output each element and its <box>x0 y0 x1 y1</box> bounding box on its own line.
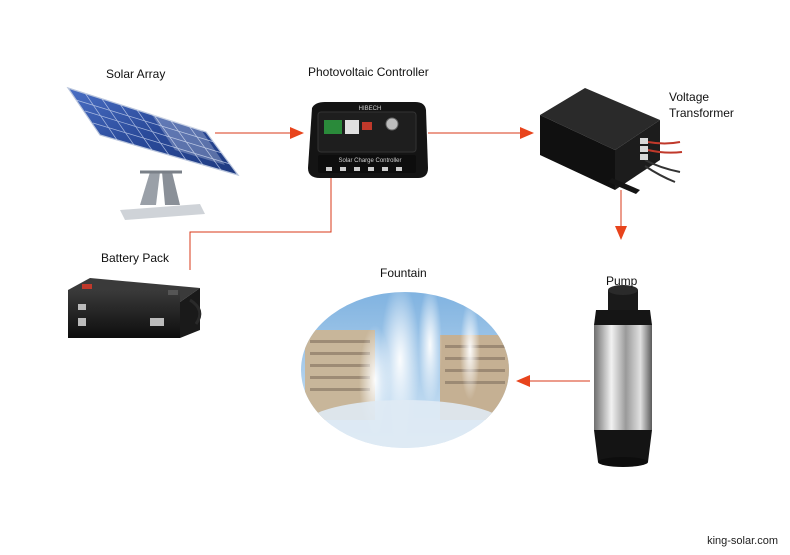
battery-pack-label: Battery Pack <box>101 251 170 265</box>
pump-label: Pump <box>606 274 638 288</box>
pv-controller-label: Photovoltaic Controller <box>308 65 429 79</box>
voltage-transformer-label-line1: Voltage <box>669 90 710 104</box>
arrow-solar-to-controller <box>215 127 304 139</box>
arrow-transformer-to-pump <box>615 190 627 240</box>
battery-pack-image <box>68 278 202 338</box>
fountain-label: Fountain <box>380 266 427 280</box>
arrow-controller-to-transformer <box>428 127 534 139</box>
pv-controller-brand-text: HIBECH <box>359 106 382 112</box>
voltage-transformer-image <box>540 88 683 194</box>
solar-array-image <box>66 86 240 220</box>
voltage-transformer-label: Voltage Transformer <box>669 89 734 121</box>
arrow-pump-to-fountain <box>516 375 590 387</box>
site-watermark: king-solar.com <box>707 535 778 547</box>
connector-controller-to-battery <box>189 178 332 270</box>
fountain-image <box>301 292 509 448</box>
pv-controller-panel-text: Solar Charge Controller <box>338 158 401 164</box>
pv-controller-image <box>308 102 428 178</box>
voltage-transformer-label-line2: Transformer <box>669 106 734 120</box>
pump-image <box>594 285 652 467</box>
solar-array-label: Solar Array <box>106 67 166 81</box>
